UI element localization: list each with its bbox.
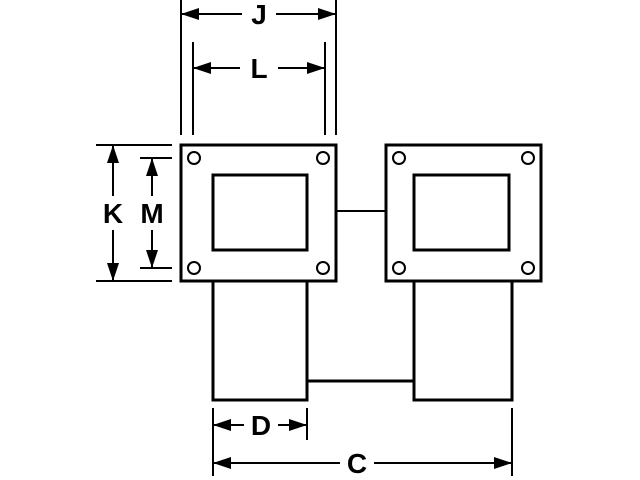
right-mounting-hole-tr xyxy=(521,151,535,165)
left-unit xyxy=(179,143,338,402)
label-l: L xyxy=(250,53,267,84)
dimension-l: L xyxy=(193,53,325,84)
extension-lines xyxy=(96,0,513,476)
left-opening xyxy=(211,173,309,252)
left-mounting-hole-bl xyxy=(187,261,201,275)
dimension-d: D xyxy=(213,410,307,441)
dimension-c: C xyxy=(213,448,512,479)
left-housing-body xyxy=(211,281,309,402)
left-mounting-hole-tl xyxy=(187,151,201,165)
label-c: C xyxy=(347,448,367,479)
right-opening xyxy=(412,173,511,252)
label-m: M xyxy=(140,198,163,229)
right-housing-body xyxy=(412,281,514,402)
right-unit xyxy=(384,143,543,402)
left-mounting-hole-tr xyxy=(316,151,330,165)
right-flange-plate xyxy=(384,143,543,283)
dimension-m: M xyxy=(140,158,164,268)
right-mounting-hole-br xyxy=(521,261,535,275)
label-d: D xyxy=(251,410,271,441)
dimension-k: K xyxy=(103,145,123,281)
dimension-j: J xyxy=(181,0,336,30)
label-j: J xyxy=(251,0,267,30)
right-mounting-hole-tl xyxy=(392,151,406,165)
right-mounting-hole-bl xyxy=(392,261,406,275)
left-mounting-hole-br xyxy=(316,261,330,275)
left-flange-plate xyxy=(179,143,338,283)
label-k: K xyxy=(103,198,123,229)
